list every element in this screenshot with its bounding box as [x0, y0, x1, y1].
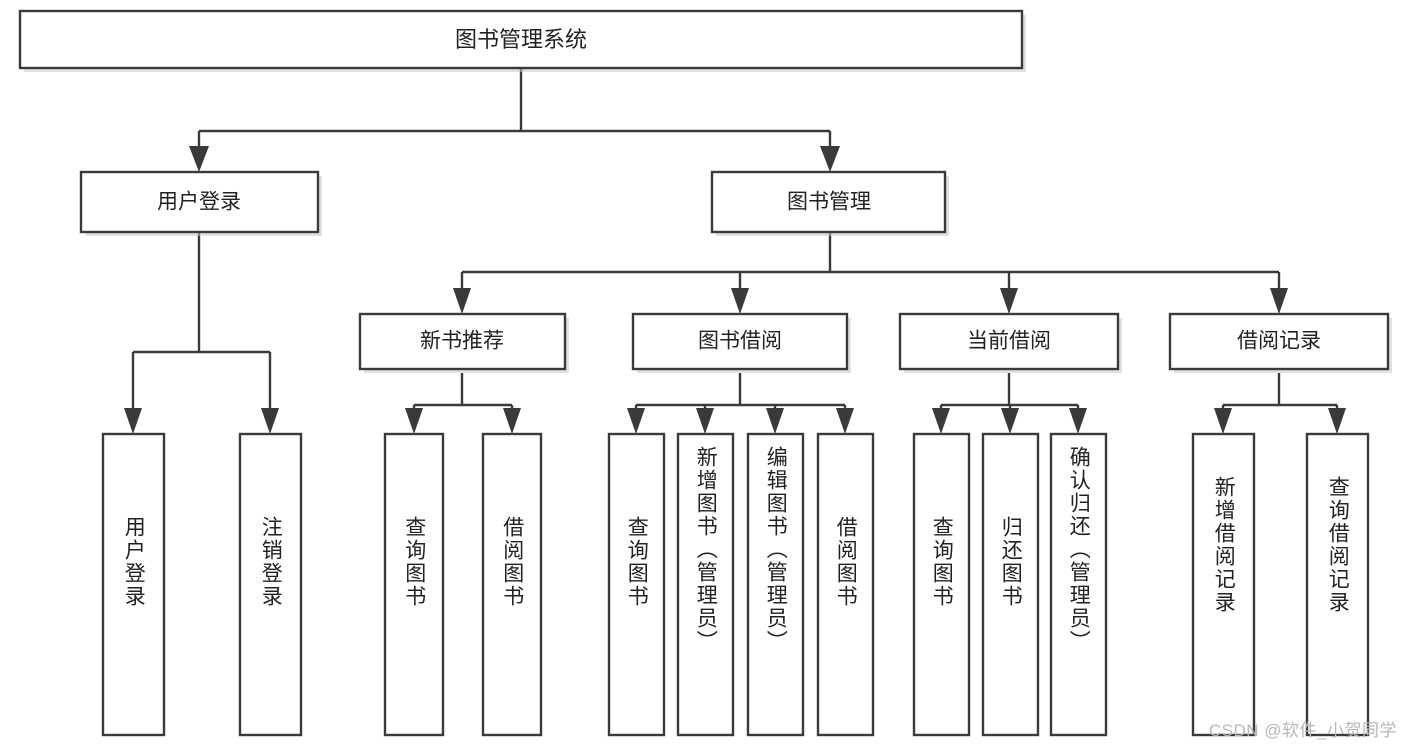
- arrowhead-book-borrow: [731, 288, 749, 314]
- arrowhead-currentborrow-leaf-3: [1069, 408, 1087, 434]
- node-leaf-currentborrow-confirm[interactable]: [1049, 432, 1108, 737]
- csdn-watermark: CSDN @软件_小贺同学: [1208, 721, 1397, 740]
- node-leaf-bookborrow-borrow[interactable]: [816, 432, 875, 737]
- arrowhead-leaf-logout: [261, 408, 279, 434]
- arrowhead-book-mgmt: [820, 146, 840, 172]
- node-leaf-record-add[interactable]: [1191, 432, 1256, 737]
- node-book-mgmt[interactable]: [710, 170, 947, 234]
- node-user-login[interactable]: [79, 170, 320, 234]
- node-leaf-newbook-borrow[interactable]: [481, 432, 543, 737]
- node-new-book[interactable]: [358, 312, 567, 371]
- node-root-label: 图书管理系统: [455, 27, 587, 52]
- node-book-borrow-label: 图书借阅: [698, 330, 782, 353]
- arrowhead-currentborrow-leaf-2: [1001, 408, 1019, 434]
- arrowhead-bookborrow-leaf-1: [627, 408, 645, 434]
- node-leaf-bookborrow-query[interactable]: [607, 432, 666, 737]
- node-leaf-currentborrow-return[interactable]: [981, 432, 1040, 737]
- arrowhead-borrow-record: [1270, 288, 1288, 314]
- arrowhead-borrowrecord-leaf-2: [1328, 408, 1346, 434]
- node-root[interactable]: [18, 9, 1024, 70]
- arrowhead-bookborrow-leaf-3: [766, 408, 784, 434]
- node-leaf-bookborrow-edit[interactable]: [746, 432, 805, 737]
- node-leaf-user-login[interactable]: [101, 432, 166, 737]
- node-current-borrow-label: 当前借阅: [967, 330, 1051, 353]
- arrowhead-bookborrow-leaf-4: [836, 408, 854, 434]
- node-borrow-record[interactable]: [1168, 312, 1390, 371]
- node-book-borrow[interactable]: [631, 312, 849, 371]
- node-user-login-label: 用户登录: [157, 191, 241, 214]
- arrowhead-group: [124, 146, 1346, 434]
- arrowhead-new-book: [453, 288, 471, 314]
- arrowhead-borrowrecord-leaf-1: [1214, 408, 1232, 434]
- arrowhead-leaf-user-login: [124, 408, 142, 434]
- node-leaf-bookborrow-add[interactable]: [676, 432, 735, 737]
- node-leaf-record-query[interactable]: [1305, 432, 1370, 737]
- node-leaf-currentborrow-query[interactable]: [912, 432, 971, 737]
- arrowhead-newbook-leaf-2: [503, 408, 521, 434]
- arrowhead-newbook-leaf-1: [405, 408, 423, 434]
- node-group: 图书管理系统 用户登录 图书管理 新书推荐 图书借阅 当前借阅 借阅记录: [18, 9, 1392, 737]
- node-borrow-record-label: 借阅记录: [1237, 330, 1321, 353]
- node-leaf-logout[interactable]: [238, 432, 303, 737]
- arrowhead-currentborrow-leaf-1: [932, 408, 950, 434]
- node-current-borrow[interactable]: [898, 312, 1120, 371]
- node-new-book-label: 新书推荐: [420, 330, 504, 353]
- node-leaf-newbook-query[interactable]: [383, 432, 445, 737]
- node-book-mgmt-label: 图书管理: [787, 191, 871, 214]
- arrowhead-user-login: [189, 146, 209, 172]
- arrowhead-bookborrow-leaf-2: [696, 408, 714, 434]
- arrowhead-current-borrow: [1000, 288, 1018, 314]
